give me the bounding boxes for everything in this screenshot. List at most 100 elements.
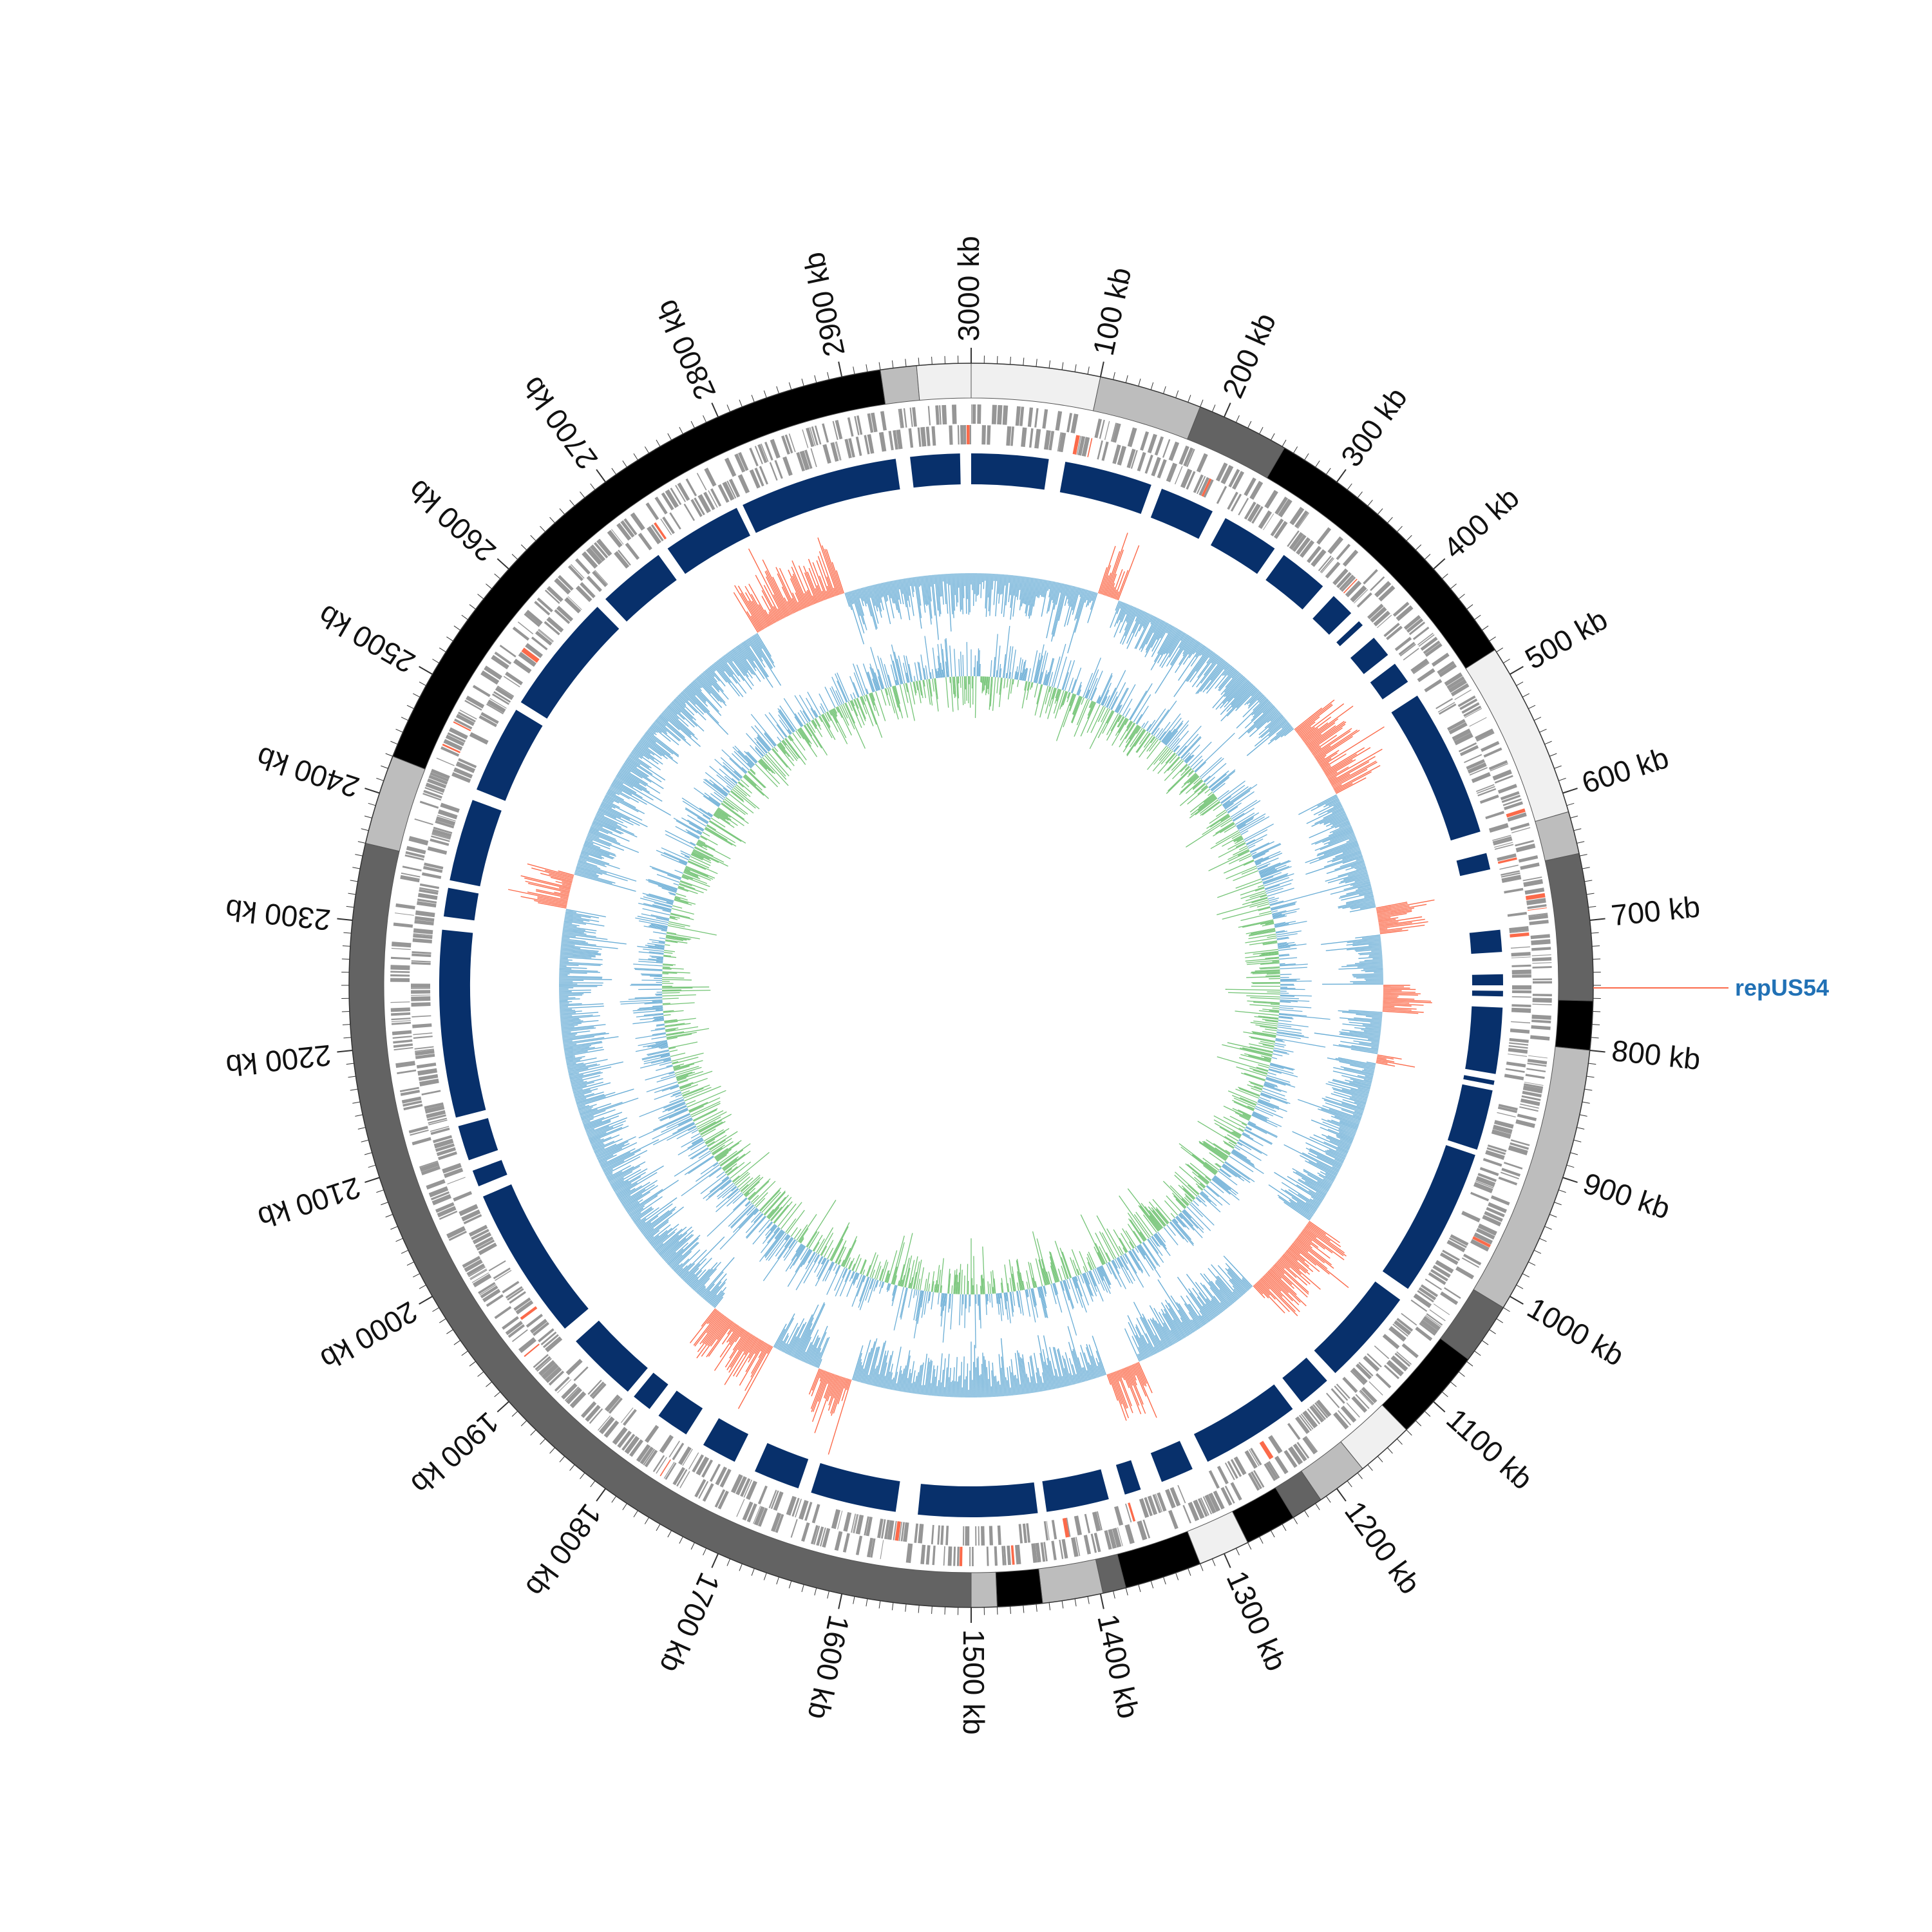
gc-spike — [577, 1104, 586, 1108]
skew-spike — [1054, 688, 1060, 704]
skew-spike — [1184, 1197, 1191, 1204]
cds-feature — [1338, 1410, 1352, 1426]
cds-feature — [1249, 1449, 1260, 1466]
gc-spike — [886, 582, 895, 619]
skew-spike — [1271, 904, 1296, 911]
gc-spike — [1298, 721, 1316, 735]
gc-spike — [782, 1323, 799, 1352]
skew-spike — [1240, 886, 1265, 896]
gc-spike — [1043, 580, 1048, 598]
cds-feature — [1302, 1436, 1318, 1455]
cds-feature — [1438, 663, 1457, 677]
gc-spike — [582, 1109, 616, 1122]
gc-spike — [644, 733, 657, 743]
skew-spike — [1206, 777, 1216, 785]
skew-spike — [1112, 1260, 1120, 1274]
gc-spike — [1267, 1271, 1301, 1303]
skew-spike — [634, 969, 663, 972]
gc-spike — [612, 781, 643, 799]
cds-feature — [454, 718, 473, 730]
cds-feature — [735, 1476, 747, 1495]
gc-spike — [688, 684, 706, 703]
gc-spike — [1341, 1103, 1365, 1111]
gc-spike — [1258, 1280, 1290, 1312]
gc-spike — [683, 1263, 701, 1281]
cds-feature — [1305, 1435, 1318, 1452]
cds-feature — [529, 1318, 548, 1334]
gc-spike — [1332, 1088, 1368, 1100]
gc-spike — [1307, 1173, 1331, 1188]
skew-spike — [1096, 1267, 1108, 1293]
cds-feature — [1531, 957, 1552, 961]
skew-spike — [1238, 816, 1265, 832]
gc-spike — [752, 636, 773, 668]
cds-feature — [1492, 769, 1512, 781]
skew-spike — [654, 1084, 679, 1094]
cds-feature — [1422, 1316, 1441, 1331]
skew-spike — [1059, 690, 1066, 710]
skew-spike — [858, 1276, 870, 1308]
gc-spike — [574, 873, 636, 892]
skew-spike — [796, 1245, 804, 1257]
skew-spike — [665, 1027, 679, 1030]
skew-spike — [1272, 913, 1282, 916]
cds-feature — [611, 529, 624, 545]
gc-spike — [636, 1218, 647, 1226]
cds-feature — [535, 1356, 551, 1371]
gc-spike — [1206, 652, 1215, 664]
gc-spike — [882, 1376, 886, 1388]
skew-spike — [1032, 1288, 1037, 1306]
skew-spike — [1199, 1193, 1221, 1213]
gc-spike — [560, 897, 569, 900]
cds-feature — [1193, 1499, 1205, 1519]
skew-spike — [1077, 685, 1082, 696]
cds-feature — [468, 1224, 488, 1237]
cds-feature — [1066, 1517, 1071, 1537]
gc-spike — [678, 694, 697, 714]
skew-spike — [677, 887, 688, 892]
gc-spike — [898, 1374, 903, 1392]
cds-feature — [1473, 1232, 1493, 1245]
gc-spike — [727, 652, 746, 676]
cds-feature — [786, 1495, 797, 1516]
minor-tick — [1347, 483, 1352, 490]
gc-spike — [1339, 1126, 1356, 1134]
skew-spike — [683, 1086, 712, 1099]
gc-spike — [549, 873, 573, 881]
skew-spike — [652, 1119, 693, 1140]
minor-tick — [1048, 360, 1051, 368]
gc-spike — [789, 1321, 807, 1356]
gc-spike — [1294, 1239, 1325, 1264]
gc-spike — [746, 639, 766, 668]
gc-spike — [668, 1238, 699, 1266]
minor-tick — [1593, 958, 1601, 960]
gc-spike — [1273, 1265, 1308, 1298]
skew-spike — [767, 1222, 773, 1229]
skew-spike — [1225, 989, 1280, 991]
skew-spike — [1124, 1253, 1137, 1274]
gc-spike — [915, 1372, 920, 1394]
skew-spike — [671, 907, 694, 915]
skew-spike — [706, 1198, 748, 1237]
skew-spike — [666, 901, 674, 904]
gc-spike — [721, 657, 741, 682]
minor-tick — [853, 1596, 855, 1604]
skew-spike — [1118, 1245, 1124, 1255]
gc-spike — [1112, 589, 1117, 599]
blast-hit-arc — [439, 929, 486, 1118]
cds-feature — [1498, 1104, 1518, 1111]
skew-spike — [1197, 1195, 1206, 1203]
gc-spike — [1178, 644, 1204, 681]
gc-spike — [1317, 1180, 1331, 1189]
minor-tick — [350, 880, 358, 882]
skew-spike — [714, 1140, 742, 1159]
cds-feature — [1028, 428, 1034, 448]
skew-spike — [1126, 729, 1146, 757]
minor-tick — [569, 500, 575, 507]
skew-spike — [1213, 1115, 1244, 1132]
gc-spike — [701, 1308, 716, 1327]
gc-spike — [1383, 1003, 1424, 1006]
gc-spike — [612, 1180, 629, 1190]
gc-spike — [1309, 727, 1343, 751]
gc-spike — [1009, 574, 1010, 583]
